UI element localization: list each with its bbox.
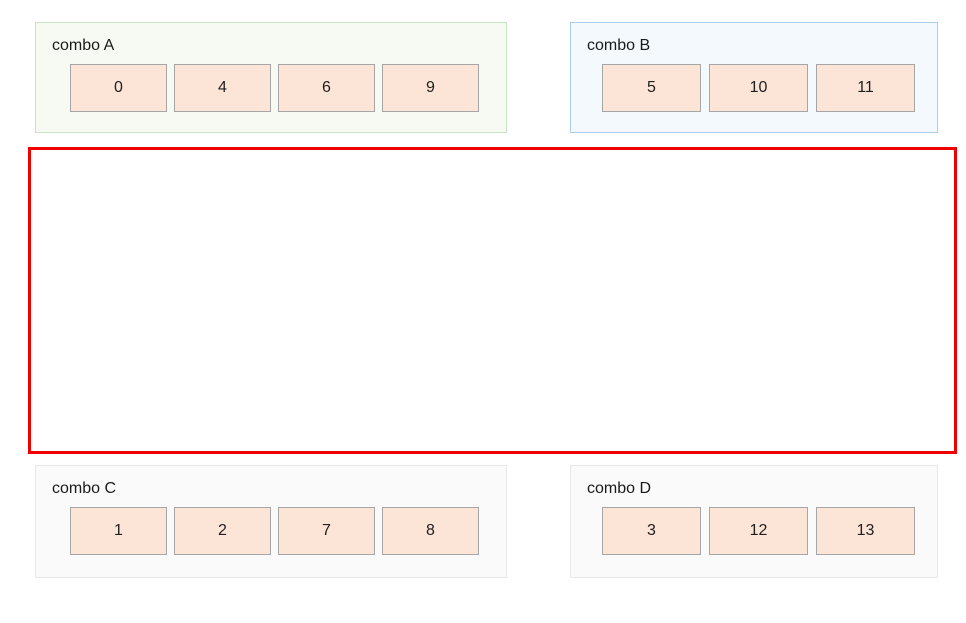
combo-cell[interactable]: 1 — [70, 507, 167, 555]
combo-c-cells: 1 2 7 8 — [70, 507, 506, 555]
combo-d-panel: combo D 3 12 13 — [570, 465, 938, 578]
combo-c-panel: combo C 1 2 7 8 — [35, 465, 507, 578]
combo-cell[interactable]: 5 — [602, 64, 701, 112]
combo-b-cells: 5 10 11 — [602, 64, 937, 112]
combo-a-label: combo A — [52, 37, 115, 54]
combo-c-label: combo C — [52, 480, 117, 497]
combo-a-panel: combo A 0 4 6 9 — [35, 22, 507, 133]
combo-cell[interactable]: 6 — [278, 64, 375, 112]
combo-b-label: combo B — [587, 37, 651, 54]
combo-cell[interactable]: 7 — [278, 507, 375, 555]
combo-d-label: combo D — [587, 480, 652, 497]
combo-cell[interactable]: 0 — [70, 64, 167, 112]
combo-b-panel: combo B 5 10 11 — [570, 22, 938, 133]
combo-cell[interactable]: 4 — [174, 64, 271, 112]
combo-cell[interactable]: 10 — [709, 64, 808, 112]
combo-cell[interactable]: 2 — [174, 507, 271, 555]
combo-cell[interactable]: 12 — [709, 507, 808, 555]
combo-cell[interactable]: 11 — [816, 64, 915, 112]
combo-cell[interactable]: 8 — [382, 507, 479, 555]
combo-cell[interactable]: 9 — [382, 64, 479, 112]
combo-cell[interactable]: 13 — [816, 507, 915, 555]
combo-d-cells: 3 12 13 — [602, 507, 937, 555]
combo-cell[interactable]: 3 — [602, 507, 701, 555]
drop-zone[interactable] — [28, 147, 957, 454]
combo-a-cells: 0 4 6 9 — [70, 64, 506, 112]
